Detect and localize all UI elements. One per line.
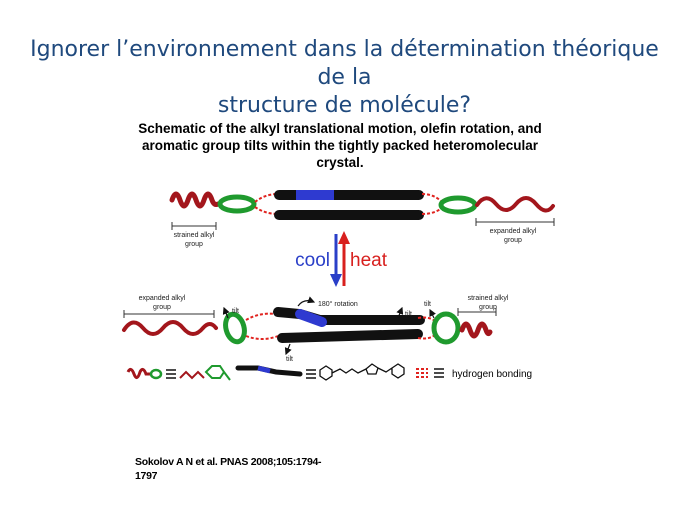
legend-alkyl-spring xyxy=(126,367,150,379)
bottom-olefin-rotated xyxy=(295,309,327,327)
heat-label: heat xyxy=(350,250,388,271)
bottom-right-ring xyxy=(431,311,461,345)
legend-equals-3 xyxy=(434,368,444,378)
top-left-label-line-2: group xyxy=(185,241,203,248)
figure-caption-line-2: aromatic group tilts within the tightly … xyxy=(141,138,539,153)
legend-core-olefin xyxy=(257,365,271,374)
bottom-left-hbond xyxy=(245,312,279,340)
legend-aromatic-ring-structure xyxy=(204,365,231,381)
bottom-left-ring xyxy=(223,311,247,345)
bottom-center-tilt-label: tilt xyxy=(286,356,293,363)
top-right-alkyl-spring xyxy=(475,196,555,213)
bottom-center-tilt-arrow xyxy=(284,343,292,356)
bottom-left-tilt-label: tilt xyxy=(232,308,239,315)
legend-equals-2 xyxy=(306,369,316,379)
citation-line-2: 1797 xyxy=(135,470,158,482)
bottom-core-tilt-arrow xyxy=(396,306,404,319)
rotation-curved-arrow xyxy=(297,296,316,307)
bottom-right-span-bracket xyxy=(457,308,497,316)
top-left-span-bracket xyxy=(171,222,217,230)
top-left-alkyl-spring xyxy=(169,191,221,209)
top-olefin-segment xyxy=(296,190,334,200)
bottom-right-tilt-label: tilt xyxy=(424,301,431,308)
bottom-right-label-line-2: group xyxy=(479,304,497,311)
slide-title-line-2: structure de molécule? xyxy=(217,93,472,118)
top-right-ring xyxy=(438,195,478,215)
top-right-label-line-2: group xyxy=(504,237,522,244)
legend-hydrogen-bonding-label: hydrogen bonding xyxy=(452,369,532,380)
cool-arrow-head xyxy=(330,274,342,287)
bottom-right-tilt-arrow xyxy=(429,308,436,319)
bottom-right-label-line-1: strained alkyl xyxy=(468,295,509,302)
top-left-ring xyxy=(217,194,257,214)
bottom-left-label-line-1: expanded alkyl xyxy=(139,295,186,302)
top-right-span-bracket xyxy=(475,218,555,226)
figure-caption-line-1: Schematic of the alkyl translational mot… xyxy=(138,121,542,136)
rotation-label: 180° rotation xyxy=(318,300,358,308)
heat-arrow-head xyxy=(338,231,350,244)
legend-hbond-symbol xyxy=(416,368,428,378)
citation-line-1: Sokolov A N et al. PNAS 2008;105:1794- xyxy=(135,456,322,468)
cool-label: cool xyxy=(295,250,330,271)
bottom-left-span-bracket xyxy=(123,310,215,318)
legend-core-structure xyxy=(319,363,405,381)
legend-alkyl-chain-structure xyxy=(179,370,205,380)
figure-caption: Schematic of the alkyl translational mot… xyxy=(100,120,580,171)
bottom-core-tilt-label: tilt xyxy=(405,311,412,318)
bottom-left-alkyl-spring xyxy=(122,320,218,336)
top-right-label-line-1: expanded alkyl xyxy=(490,228,537,235)
slide-title-line-1: Ignorer l’environnement dans la détermin… xyxy=(30,37,659,90)
top-left-label-line-1: strained alkyl xyxy=(174,232,215,239)
legend-equals-1 xyxy=(166,369,176,379)
bottom-right-alkyl-spring xyxy=(459,321,493,339)
citation: Sokolov A N et al. PNAS 2008;105:1794- 1… xyxy=(135,455,375,483)
top-core-lower xyxy=(274,210,424,220)
bottom-left-tilt-arrow xyxy=(222,306,230,319)
bottom-core-lower xyxy=(277,329,423,343)
figure-caption-line-3: crystal. xyxy=(316,155,364,170)
bottom-left-label-line-2: group xyxy=(153,304,171,311)
legend-ring xyxy=(149,368,163,380)
slide-title: Ignorer l’environnement dans la détermin… xyxy=(20,36,669,120)
